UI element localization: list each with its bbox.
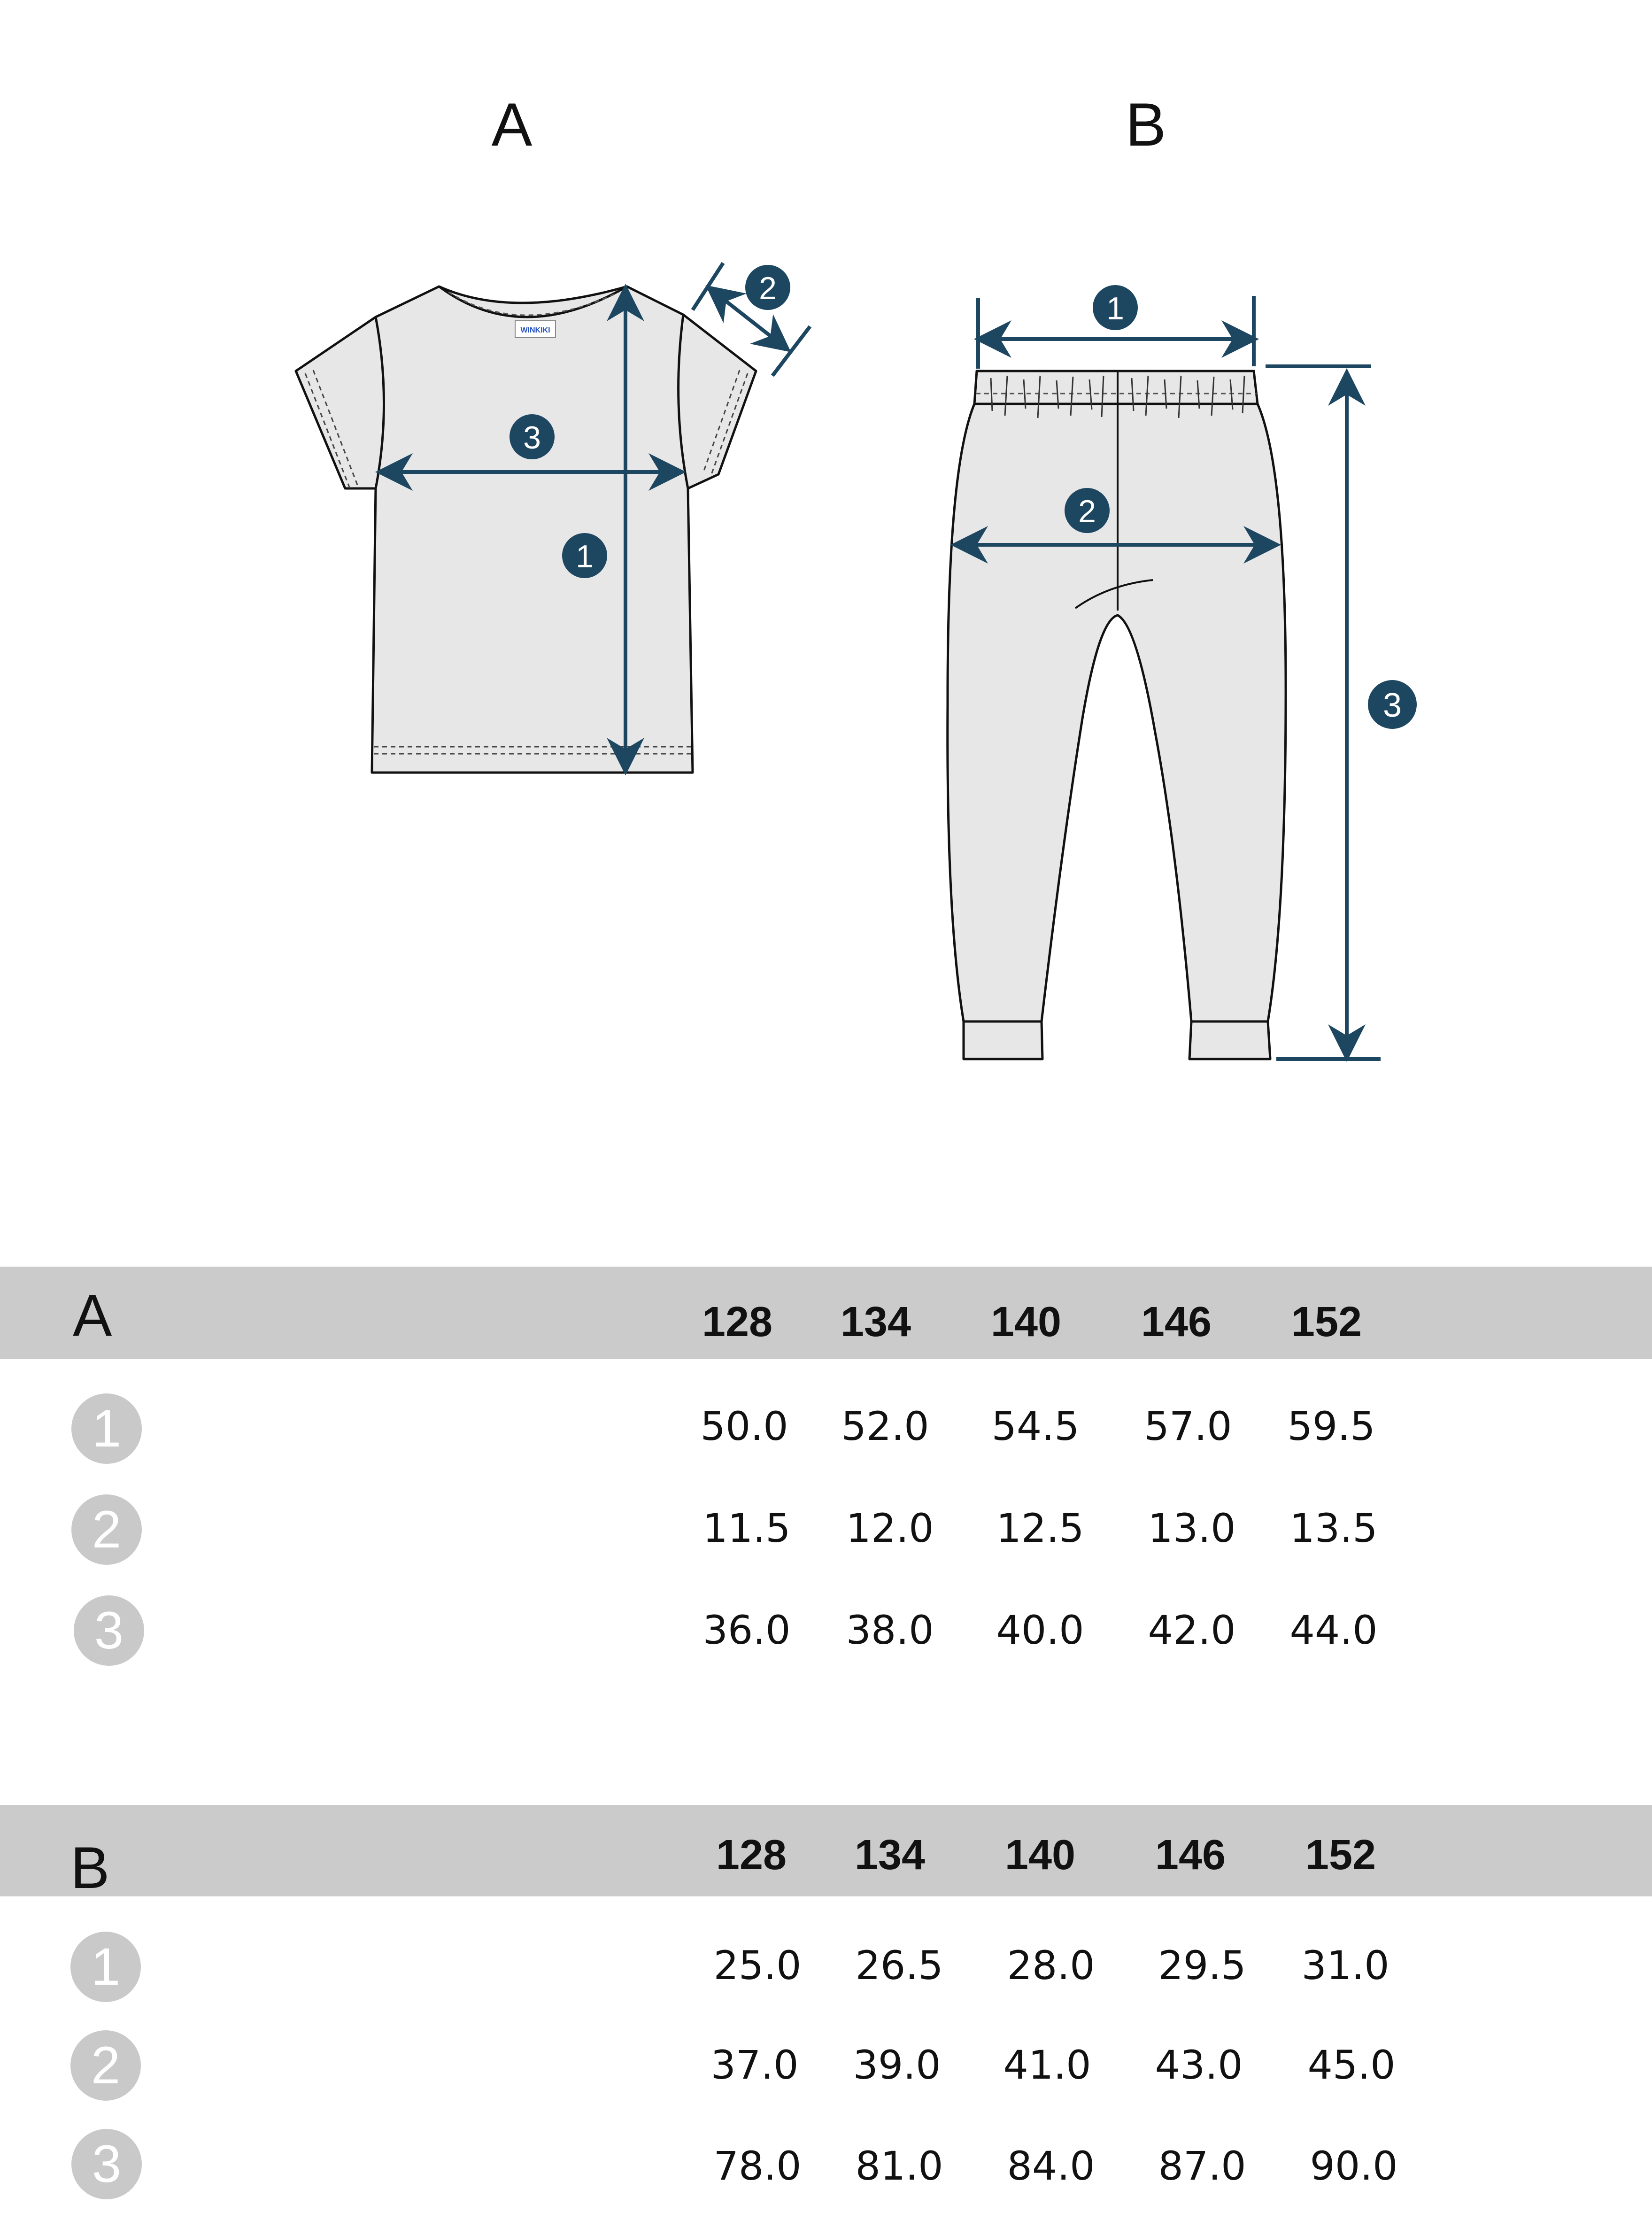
svg-text:1: 1	[576, 539, 594, 574]
row-badge: 3	[74, 1595, 144, 1666]
table-cell: 57.0	[1144, 1403, 1232, 1449]
size-header: 146	[1141, 1299, 1212, 1346]
pants-body	[946, 370, 1287, 1060]
table-cell: 87.0	[1158, 2143, 1246, 2189]
table-cell: 13.0	[1148, 1505, 1236, 1551]
tshirt-body	[294, 285, 757, 774]
row-badge: 1	[70, 1932, 141, 2002]
garment-label-b: B	[1125, 90, 1166, 159]
garment-drawings: WINKIKI 1 2 3	[294, 262, 1417, 1062]
pants-badge-2: 2	[1065, 488, 1110, 533]
row-badge: 3	[71, 2129, 142, 2199]
size-header: 140	[1004, 1832, 1076, 1879]
svg-text:3: 3	[1383, 687, 1402, 724]
size-header: 152	[1305, 1832, 1376, 1879]
table-cell: 13.5	[1289, 1505, 1378, 1551]
row-badge: 1	[71, 1393, 142, 1464]
size-table-b: B 128 134 140 146 152 1 25.0 26.5 28.0 2…	[0, 1805, 1652, 2209]
table-cell: 81.0	[855, 2143, 943, 2189]
table-cell: 45.0	[1307, 2042, 1396, 2088]
tshirt-drawing: WINKIKI 1 2 3	[294, 262, 812, 775]
table-cell: 52.0	[841, 1403, 929, 1449]
table-letter-a: A	[73, 1283, 112, 1348]
garment-label-a: A	[491, 90, 533, 159]
table-header-a	[0, 1267, 1652, 1359]
svg-text:3: 3	[523, 420, 541, 456]
table-cell: 29.5	[1158, 1942, 1246, 1988]
table-cell: 12.5	[996, 1505, 1084, 1551]
size-header: 146	[1155, 1832, 1226, 1879]
table-cell: 42.0	[1148, 1607, 1236, 1653]
table-cell: 84.0	[1007, 2143, 1095, 2189]
pants-badge-1: 1	[1093, 285, 1138, 330]
tshirt-badge-3: 3	[509, 414, 555, 459]
svg-text:2: 2	[759, 271, 777, 306]
brand-tag-text: WINKIKI	[520, 326, 550, 334]
table-cell: 78.0	[713, 2143, 802, 2189]
table-letter-b: B	[70, 1835, 110, 1901]
table-cell: 37.0	[710, 2042, 799, 2088]
table-cell: 38.0	[846, 1607, 934, 1653]
table-cell: 59.5	[1287, 1403, 1375, 1449]
table-cell: 43.0	[1155, 2042, 1243, 2088]
table-cell: 41.0	[1003, 2042, 1091, 2088]
size-header: 152	[1291, 1299, 1362, 1346]
table-cell: 28.0	[1007, 1942, 1095, 1988]
table-cell: 11.5	[702, 1505, 791, 1551]
table-cell: 26.5	[855, 1942, 943, 1988]
table-cell: 36.0	[702, 1607, 791, 1653]
size-table-a: A 128 134 140 146 152 1 50.0 52.0 54.5 5…	[0, 1267, 1652, 1666]
svg-text:2: 2	[1078, 494, 1096, 529]
pants-badge-3: 3	[1368, 680, 1417, 729]
size-header: 128	[702, 1299, 773, 1346]
svg-text:1: 1	[1106, 291, 1124, 326]
table-cell: 44.0	[1289, 1607, 1378, 1653]
size-header: 140	[990, 1299, 1062, 1346]
table-cell: 40.0	[996, 1607, 1084, 1653]
brand-tag	[515, 320, 556, 338]
table-header-b	[0, 1805, 1652, 1896]
row-badge: 2	[70, 2030, 141, 2101]
pants-drawing: 1 2 3	[946, 285, 1417, 1062]
tshirt-badge-2: 2	[745, 265, 790, 310]
table-cell: 90.0	[1310, 2143, 1398, 2189]
size-header: 134	[840, 1299, 911, 1346]
table-cell: 31.0	[1301, 1942, 1390, 1988]
waistband-gathers	[990, 375, 1245, 418]
tshirt-measure-sleeve	[705, 285, 791, 352]
table-cell: 25.0	[713, 1942, 802, 1988]
tshirt-badge-1: 1	[562, 533, 607, 578]
size-header: 128	[716, 1832, 787, 1879]
row-badge: 2	[71, 1494, 142, 1565]
table-cell: 50.0	[700, 1403, 788, 1449]
table-cell: 12.0	[846, 1505, 934, 1551]
size-header: 134	[854, 1832, 926, 1879]
table-cell: 39.0	[853, 2042, 941, 2088]
table-cell: 54.5	[991, 1403, 1080, 1449]
